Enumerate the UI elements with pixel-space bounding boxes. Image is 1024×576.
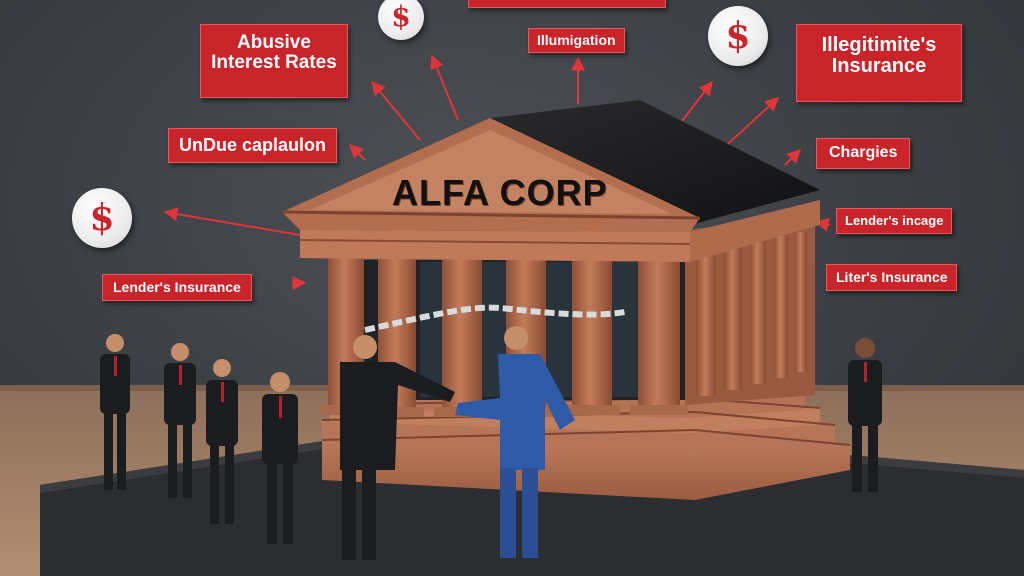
label-abusive-interest-rates: Abusive Interest Rates [200,24,348,98]
bank-roof [490,100,820,225]
label-undue-capitalization: UnDue caplaulon [168,128,338,163]
label-lenders-incage: Lender's incage [836,208,953,234]
businessmen-left-group [100,334,298,544]
businessman-dark-suit [340,335,455,560]
dollar-coin-icon: $ [378,0,424,40]
dollar-coin-icon: $ [72,188,132,248]
label-charges: Chargies [816,138,911,169]
label-top-partial [468,0,666,8]
dollar-coin-icon: $ [708,6,768,66]
businessman-right [848,338,882,492]
bank-name: ALFA CORP [392,172,608,213]
label-lenders-insurance: Lender's Insurance [102,274,252,301]
label-illegitimate-insurance: Illegitimite's Insurance [796,24,962,102]
businessman-blue-suit [455,326,575,558]
label-illumigation: Illumigation [528,28,625,53]
chain [364,304,626,333]
label-liters-insurance: Liter's Insurance [826,264,958,291]
